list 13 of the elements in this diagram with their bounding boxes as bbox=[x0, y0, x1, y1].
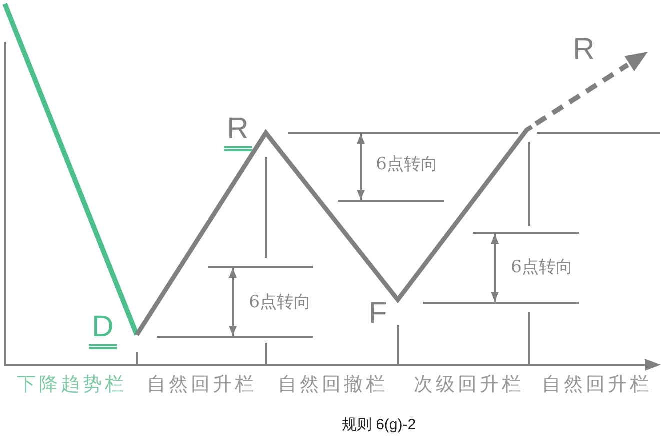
point-label: R bbox=[573, 35, 595, 65]
dimension-label: 6点转向 bbox=[376, 156, 438, 174]
dimension-label: 6点转向 bbox=[511, 260, 573, 276]
column-label: 自然回升栏 bbox=[146, 376, 257, 394]
dimension-label: 6点转向 bbox=[249, 294, 311, 312]
point-label: R bbox=[224, 114, 252, 151]
column-label: 次级回升栏 bbox=[412, 376, 524, 394]
point-label: F bbox=[368, 299, 388, 329]
column-label: 下降趋势栏 bbox=[16, 376, 127, 394]
point-label: D bbox=[89, 312, 117, 349]
caption: 规则 6(g)-2 bbox=[342, 418, 416, 432]
column-label: 自然回撤栏 bbox=[276, 376, 388, 394]
column-label: 自然回升栏 bbox=[540, 376, 652, 394]
